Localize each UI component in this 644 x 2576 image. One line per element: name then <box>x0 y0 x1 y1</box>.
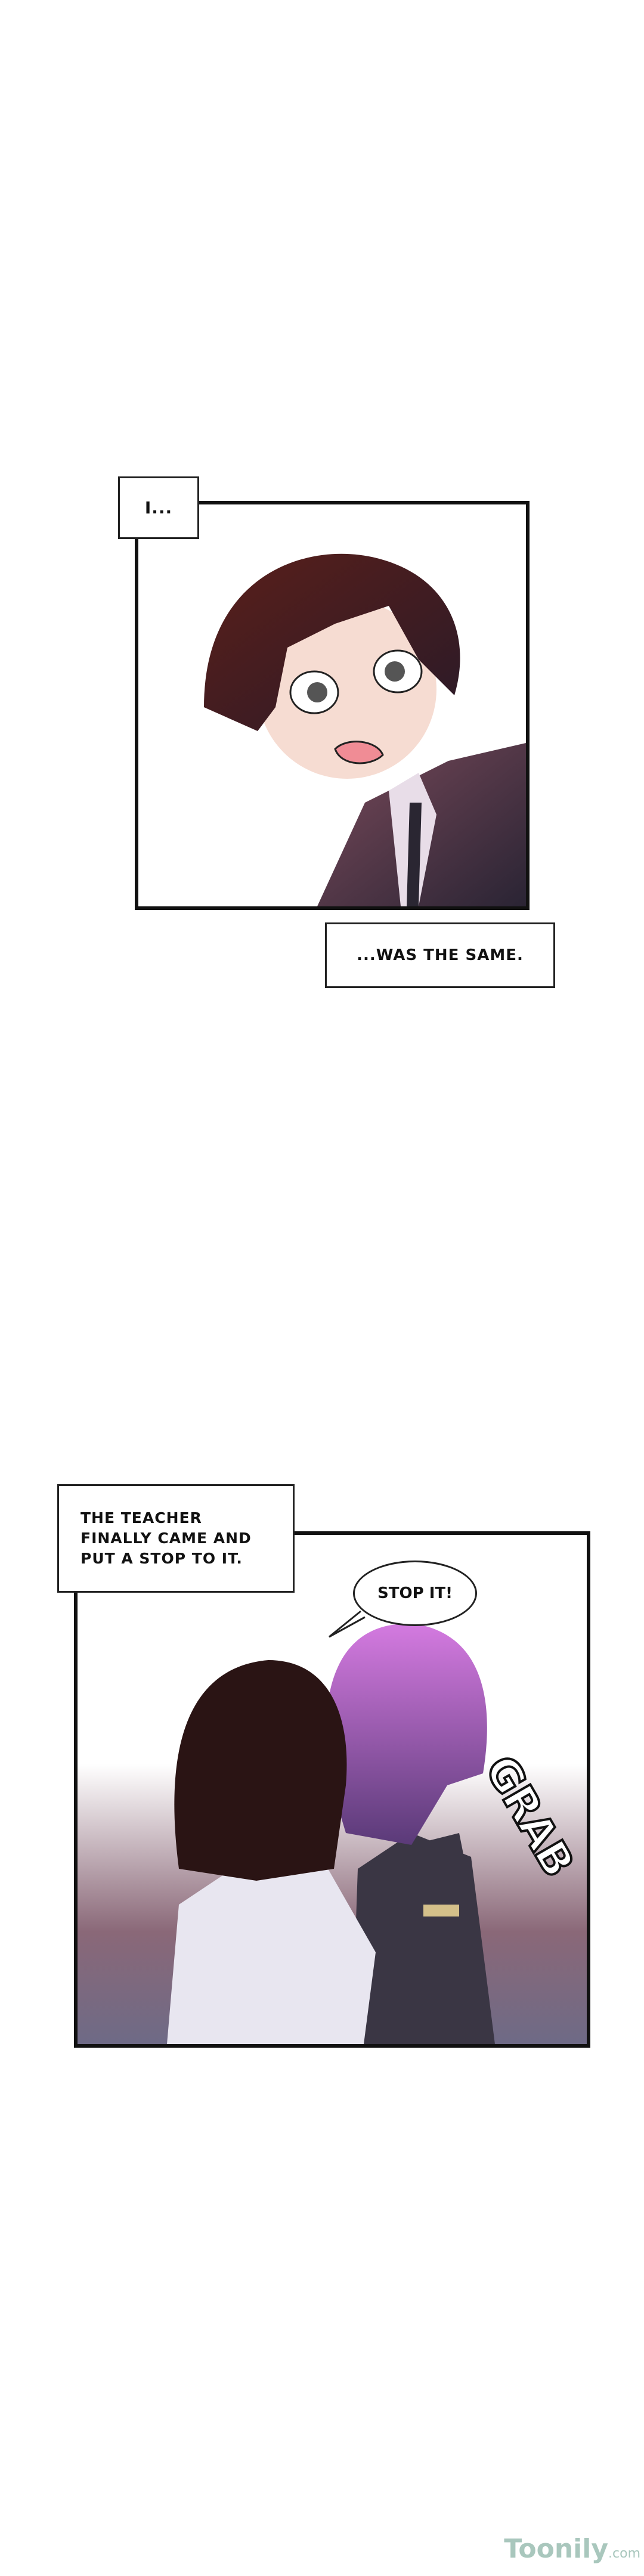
caption-text: ...WAS THE SAME. <box>357 946 524 964</box>
boy-illustration <box>204 553 526 906</box>
speech-text: STOP IT! <box>377 1584 453 1602</box>
caption-text: I... <box>144 498 173 518</box>
girls-illustration <box>167 1624 495 2044</box>
comic-panel-boy <box>135 501 530 910</box>
speech-bubble: STOP IT! <box>353 1561 477 1626</box>
comic-panel-girls <box>74 1531 590 2048</box>
caption-box-teacher: THE TEACHER FINALLY CAME AND PUT A STOP … <box>57 1484 295 1593</box>
caption-box-was-the-same: ...WAS THE SAME. <box>325 922 555 988</box>
caption-text: THE TEACHER FINALLY CAME AND PUT A STOP … <box>80 1509 252 1567</box>
caption-box-i: I... <box>118 476 199 539</box>
toonily-watermark-logo: Toonily.com <box>504 2534 640 2564</box>
speech-bubble-tail <box>329 1610 366 1638</box>
